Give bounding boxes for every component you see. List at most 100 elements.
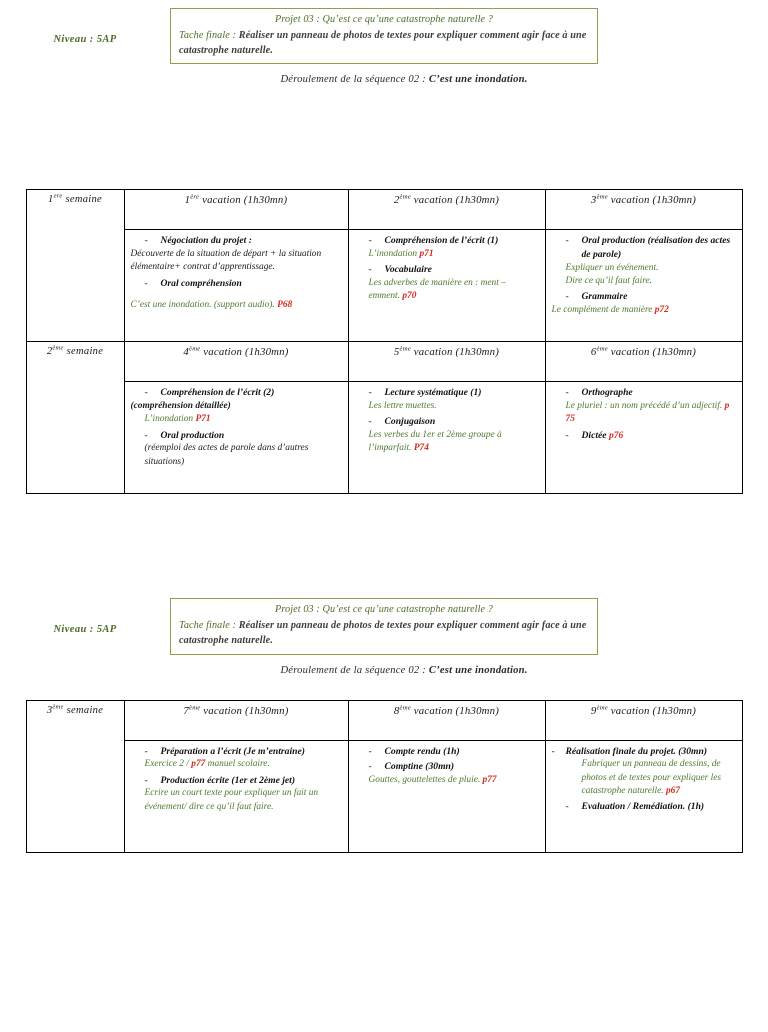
cell-item: Négociation du projet :Découverte de la … [131,234,342,274]
week-label-cell: 2ème semaine [25,341,125,495]
document-page: Niveau : 5AP Projet 03 : Qu’est ce qu’un… [0,8,768,1032]
vacation-content-cell: Compte rendu (1h)Comptine (30mn)Gouttes,… [347,739,546,853]
cell-item-title: Evaluation / Remédiation. (1h) [552,800,736,814]
cell-text-line: Les lettre muettes. [368,400,437,411]
cell-text-line: Gouttes, gouttelettes de pluie. p77 [368,774,497,785]
sequence-label-1: Déroulement de la séquence 02 : [280,74,426,86]
sequence-line-1: Déroulement de la séquence 02 : C’est un… [0,74,768,85]
page-ref: p 75 [565,400,730,425]
level-label-2: Niveau : 5AP [53,624,117,636]
cell-item: Compréhension de l’écrit (1)L’inondation… [355,234,539,261]
cell-item: Oral compréhension [131,277,342,291]
page-ref: P71 [195,414,211,425]
cell-item: Oral production (réalisation des actes d… [552,234,736,288]
ordinal-suffix: ème [399,193,411,201]
vacation-header-cell: 7ème vacation (1h30mn) [123,699,349,741]
vacation-header-cell: 3ème vacation (1h30mn) [544,189,743,231]
page-ref: p77 [191,759,206,770]
header-block-1: Niveau : 5AP Projet 03 : Qu’est ce qu’un… [0,8,768,65]
cell-item-title: Orthographe [552,386,736,400]
level-label-1: Niveau : 5AP [53,34,117,45]
cell-item-title: Réalisation finale du projet. (30mn) [552,745,736,759]
week-label-cell: 3ème semaine [25,699,125,853]
cell-item-title: Production écrite (1er et 2ème jet) [131,774,342,788]
cell-item-title: Grammaire [552,290,736,304]
cell-item-title: Compte rendu (1h) [355,745,539,759]
cell-item: Réalisation finale du projet. (30mn)Fabr… [552,745,736,799]
final-task-text-1: Réaliser un panneau de photos de textes … [179,29,587,57]
cell-item-title: Lecture systématique (1) [355,386,539,400]
final-task-line-2: Tache finale : Réaliser un panneau de ph… [179,618,589,649]
sequence-line-2: Déroulement de la séquence 02 : C’est un… [0,665,768,676]
cell-text-line: Les verbes du 1er et 2ème groupe à l’imp… [368,429,502,454]
cell-item-list: Négociation du projet :Découverte de la … [131,234,342,312]
header-block-2: Niveau : 5AP Projet 03 : Qu’est ce qu’un… [0,598,768,655]
table-content-row: Préparation a l’écrit (Je m’entraine)Exe… [26,739,743,853]
final-task-text-2: Réaliser un panneau de photos de textes … [179,620,587,647]
cell-text-line: Découverte de la situation de départ + l… [130,248,322,273]
cell-text-line: Le pluriel : un nom précédé d’un adjecti… [565,400,730,425]
cell-item: C’est une inondation. (support audio). P… [131,292,342,312]
cell-text-line: (réemploi des actes de parole dans d’aut… [144,443,309,467]
cell-item: Evaluation / Remédiation. (1h) [552,800,736,814]
sequence-title-2: C’est une inondation. [428,664,528,676]
cell-item-title: Compréhension de l’écrit (2) [131,386,342,400]
sequence-title-1: C’est une inondation. [428,74,528,86]
vacation-content-cell: Réalisation finale du projet. (30mn)Fabr… [544,739,743,853]
cell-item-title: Oral production (réalisation des actes d… [552,234,736,261]
cell-item-title: Dictée p76 [552,429,736,443]
vacation-header-cell: 5ème vacation (1h30mn) [347,341,546,383]
cell-item: Comptine (30mn)Gouttes, gouttelettes de … [355,760,539,787]
ordinal-suffix: ere [53,192,63,200]
final-task-label-2: Tache finale : [179,620,237,632]
cell-text-line: Fabriquer un panneau de dessins, de phot… [581,759,722,797]
ordinal-suffix: ème [52,344,64,352]
vacation-content-cell: Lecture systématique (1)Les lettre muett… [347,381,546,495]
cell-text-line: Expliquer un événement. [565,262,659,273]
cell-text-line: L’inondation P71 [144,414,211,425]
ordinal-suffix: ème [399,345,411,353]
page-ref: p77 [482,774,497,785]
page-ref: p76 [608,429,624,441]
final-task-line-1: Tache finale : Réaliser un panneau de ph… [179,28,589,59]
ordinal-suffix: ème [189,704,201,712]
cell-text-line: Exercice 2 / p77 manuel scolaire. [144,759,270,770]
page-ref: p71 [419,248,434,259]
vacation-content-cell: Compréhension de l’écrit (2)(compréhensi… [123,381,349,495]
cell-item-list: Oral production (réalisation des actes d… [552,234,736,317]
vacation-header-cell: 6ème vacation (1h30mn) [544,341,743,383]
cell-text-line: C’est une inondation. (support audio). P… [130,300,293,311]
cell-item-list: Réalisation finale du projet. (30mn)Fabr… [552,745,736,814]
cell-item: Préparation a l’écrit (Je m’entraine)Exe… [131,745,342,772]
vacation-content-cell: Négociation du projet :Découverte de la … [123,229,349,343]
project-title-2: Projet 03 : Qu’est ce qu’une catastrophe… [275,604,493,616]
cell-item-title: Oral production [131,429,342,443]
cell-item-list: Compte rendu (1h)Comptine (30mn)Gouttes,… [355,745,539,788]
cell-text-line: L’inondation p71 [368,248,434,259]
vacation-header-cell: 8ème vacation (1h30mn) [347,699,546,741]
page-ref: p72 [654,304,669,315]
page-ref: P68 [277,300,293,311]
vacation-header-cell: 1ère vacation (1h30mn) [123,189,349,231]
table-content-row: Compréhension de l’écrit (2)(compréhensi… [26,381,743,495]
cell-item: Lecture systématique (1)Les lettre muett… [355,386,539,413]
cell-item-title: Négociation du projet : [131,234,342,248]
vacation-header-cell: 4ème vacation (1h30mn) [123,341,349,383]
cell-item: Compréhension de l’écrit (2)(compréhensi… [131,386,342,426]
final-task-label-1: Tache finale : [179,29,237,41]
cell-item: Production écrite (1er et 2ème jet)Ecrir… [131,774,342,814]
cell-item-title: Vocabulaire [355,263,539,277]
project-title-1: Projet 03 : Qu’est ce qu’une catastrophe… [275,14,493,25]
project-box-2: Projet 03 : Qu’est ce qu’une catastrophe… [170,598,598,655]
